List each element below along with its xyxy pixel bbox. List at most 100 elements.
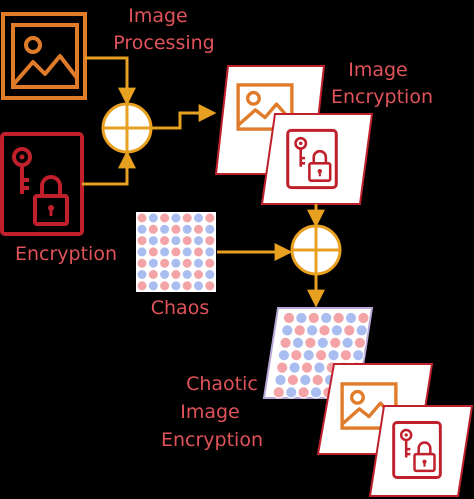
chaos-dot [329,336,342,349]
chaos-dot [274,373,287,387]
image-processing-label-line1: Image [128,5,188,27]
source-image-icon [1,12,87,100]
chaos-dot [291,336,305,349]
chaos-dot [288,361,301,374]
chaos-dot [193,235,204,247]
chaos-dot [136,235,148,247]
arrow-image-to-operator [85,56,136,106]
chaos-dot [204,269,216,280]
chaos-dot [159,235,171,247]
chaos-dot [318,324,331,337]
chaos-dot [136,246,148,258]
chaos-dot [281,324,294,337]
chaos-dot [306,324,319,337]
chaos-dot [181,269,193,280]
encryption-label: Encryption [15,243,117,265]
encryption-key-lock-icon [0,132,84,236]
chaos-dot [344,311,358,325]
chaos-dot [357,311,370,325]
chaos-dot [290,349,303,362]
chaos-dot [327,349,340,362]
chaos-dot [181,223,193,235]
chaos-dot [147,246,159,258]
chaos-dot [297,386,310,399]
chaos-dot [204,212,216,224]
chaos-dot [170,246,182,258]
chaos-dot [355,324,368,337]
arrow-operator-to-image-encryption [151,104,217,130]
chaos-dot [204,257,216,269]
chaos-dot [159,246,171,258]
chaos-dot [293,324,306,337]
chaos-dot [330,324,343,337]
chaos-dot [181,280,193,292]
chaos-dot [147,280,159,292]
image-encryption-card-front [260,113,374,205]
arrow-key-to-operator [82,150,136,186]
chaos-dot-grid-icon [136,212,216,292]
chaos-dot [136,280,148,292]
chaos-dot [147,257,159,269]
chaotic-image-encryption-label-line2: Image [180,401,240,423]
chaos-dot [136,223,148,235]
chaos-dot [299,373,312,387]
chaos-dot [170,223,182,235]
chaos-dot [204,235,216,247]
chaos-dot [181,235,193,247]
chaos-dot [193,246,204,258]
chaos-dot [277,349,290,362]
chaos-dot [193,257,204,269]
chaos-dot [193,280,204,292]
chaos-dot [311,373,324,387]
chaos-dot [332,311,345,325]
chaos-label: Chaos [151,297,209,319]
chaos-dot [136,257,148,269]
chaotic-image-encryption-label-line3: Encryption [161,429,263,451]
chaos-dot [352,349,365,362]
chaos-dot [295,311,308,325]
chaos-dot [170,280,182,292]
chaos-dot [147,212,159,224]
chaos-dot [315,349,328,362]
chaos-dot [181,257,193,269]
chaos-dot [313,361,326,374]
combine-operator-1-icon [101,102,153,154]
chaos-dot [309,386,323,399]
chaos-dot [181,246,193,258]
chaos-dot [193,223,204,235]
chaos-dot [170,257,182,269]
chaos-dot [279,336,292,349]
chaos-dot [147,269,159,280]
image-encryption-label-line2: Encryption [331,86,433,108]
chaos-dot [282,311,296,325]
chaos-dot [136,212,148,224]
chaos-dot [343,324,356,337]
chaos-dot [272,386,285,399]
chaos-dot [304,336,317,349]
chaos-dot [316,336,329,349]
chaos-dot [159,280,171,292]
chaos-dot [181,212,193,224]
chaos-dot [307,311,320,325]
chaos-dot [159,257,171,269]
chaotic-result-keylock-card [368,405,474,497]
chaos-dot [159,269,171,280]
chaos-dot [302,349,315,362]
chaos-dot [136,269,148,280]
image-processing-label-line2: Processing [113,32,214,54]
chaos-dot [159,223,171,235]
chaos-dot [204,223,216,235]
chaos-dot [170,212,182,224]
chaos-dot [204,280,216,292]
chaos-dot [147,223,159,235]
chaos-dot [147,235,159,247]
chaos-dot [300,361,314,374]
image-encryption-label-line1: Image [348,59,408,81]
chaotic-image-encryption-label-line1: Chaotic [186,373,258,395]
chaos-dot [170,269,182,280]
chaos-dot [204,246,216,258]
chaos-dot [193,212,204,224]
chaos-dot [276,361,289,374]
chaos-dot [285,386,298,399]
